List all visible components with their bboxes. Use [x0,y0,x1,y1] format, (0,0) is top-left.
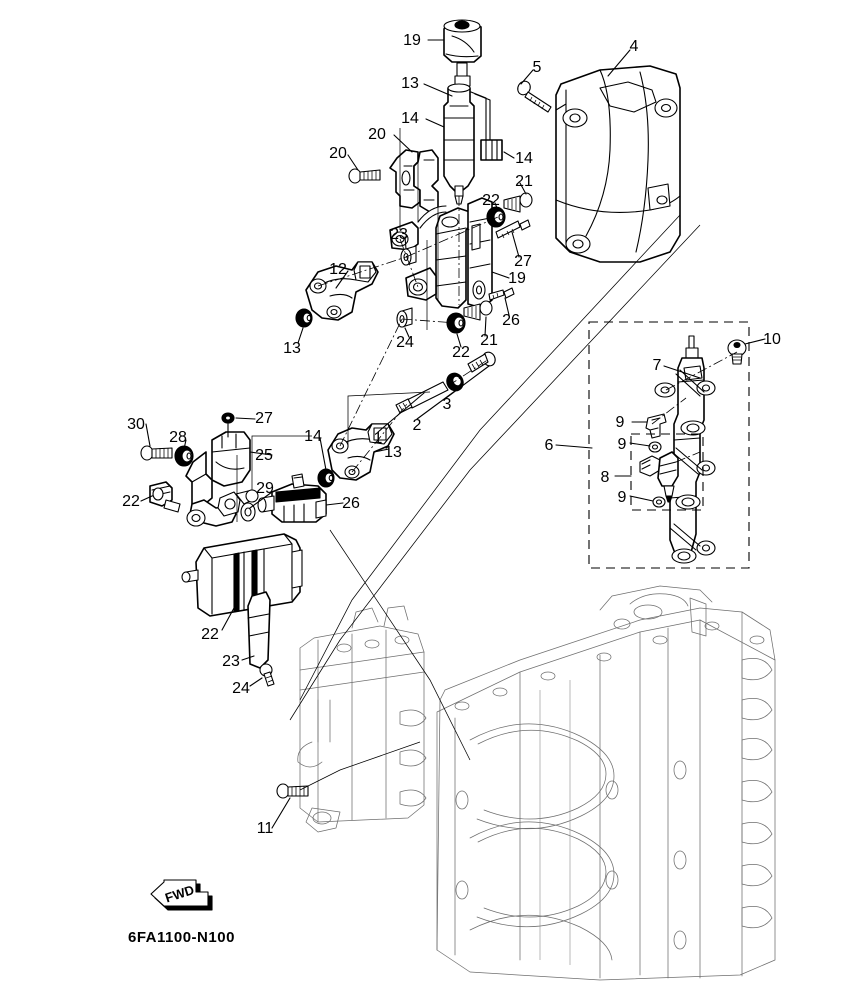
callout-16b: 14 [515,150,533,167]
callout-11: 10 [763,331,781,348]
part-33-grommet [174,445,194,467]
callout-16a: 14 [401,110,419,127]
callout-33: 28 [169,429,187,446]
part-6-fuel-rail-group [588,321,750,569]
callout-26: 22 [122,493,140,510]
part-35-bolt [140,445,173,461]
callout-15: 13 [401,75,419,92]
part-11-plug [727,339,747,365]
callout-34: 29 [256,480,274,497]
part-14b-collar [317,468,335,488]
callout-18: 20 [368,126,386,143]
callout-14a: 13 [283,340,301,357]
callout-21b: 22 [452,344,470,361]
part-26-fitting [149,481,181,513]
part-14a-collar [295,308,313,328]
part-19-bolt [348,168,381,184]
callout-22b: 24 [396,334,414,351]
part-23-pump-cap [443,19,482,63]
part-13b-bracket [327,423,395,481]
callout-28: 23 [222,653,240,670]
callout-25: 27 [514,253,532,270]
part-16-filter-connector [470,91,503,161]
callout-9b: 9 [618,489,627,506]
canister-stay-arm [185,451,259,527]
callout-21a: 22 [482,192,500,209]
callout-20a: 21 [515,173,533,190]
callout-22a: 23 [390,226,408,243]
callout-30: 25 [255,447,273,464]
callout-27: 22 [201,626,219,643]
part-3-bolt [467,351,496,373]
callout-13b: 13 [384,444,402,461]
part-20b-bolt [463,300,493,321]
callout-8: 8 [601,469,610,486]
callout-3: 3 [443,396,452,413]
part-29-bolt [259,663,275,687]
part-27-canister [181,533,303,617]
callout-12: 11 [257,820,274,837]
callout-24: 26 [502,312,520,329]
callout-7: 7 [653,357,662,374]
assembly-guide-lines [236,128,701,791]
callout-32: 27 [255,410,273,427]
callout-4: 4 [630,38,639,55]
part-10-injector-clip [645,413,667,439]
part-31-solenoid-valve [257,473,327,523]
fwd-orientation-marker: FWD [150,879,213,911]
part-25-bolt [495,219,531,239]
assembly-centerlines [317,196,738,473]
part-4-cover [555,65,681,263]
part-18-bracket [389,149,439,213]
engine-block-ghost [297,585,776,981]
part-1-shaft [395,381,449,414]
callout-9a: 9 [618,436,627,453]
callout-2: 2 [413,417,422,434]
callout-31: 26 [342,495,360,512]
callout-23: 19 [403,32,421,49]
callout-20b: 21 [480,332,498,349]
part-2-collar [446,372,464,392]
part-24-screw [488,287,515,301]
callout-1: 1 [374,430,383,447]
part-9a-oring [648,441,662,453]
callout-5: 5 [533,59,542,76]
callout-labels: 19 13 14 14 20 20 5 4 21 22 27 19 26 23 … [122,32,781,837]
part-7-fuel-rail [654,335,716,564]
part-5-bolt [517,80,552,113]
part-30-bracket [211,431,251,487]
callout-29: 24 [232,680,250,697]
part-32-nut [221,412,235,438]
callout-19: 20 [329,145,347,162]
part-12-bolt [276,783,309,799]
part-21a-grommet [486,206,506,228]
callout-14b: 14 [304,428,322,445]
part-8-injector [639,451,679,503]
callout-6: 6 [545,437,554,454]
callout-17: 19 [508,270,526,287]
callout-35: 30 [127,416,145,433]
callout-10: 9 [616,414,625,431]
callout-13a: 12 [329,261,347,278]
part-20a-bolt [503,192,533,213]
part-9b-oring [652,496,666,508]
part-15-fuel-pump [443,62,475,205]
diagram-code: 6FA1100-N100 [128,929,235,946]
leader-lines [140,39,766,829]
part-13a-bracket [305,261,379,321]
